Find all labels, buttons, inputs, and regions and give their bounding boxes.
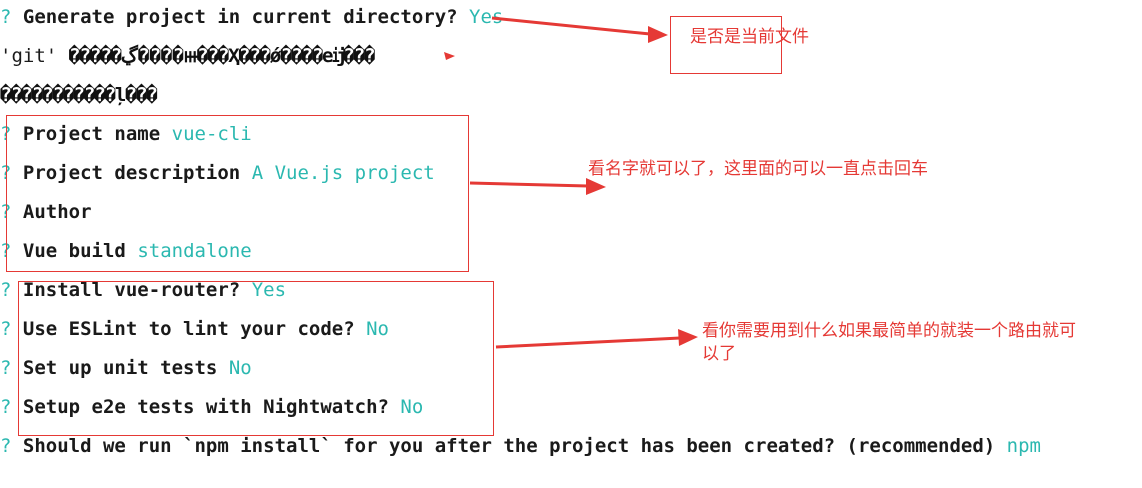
arrow-line-3 xyxy=(495,336,681,349)
arrow-tick xyxy=(444,52,455,60)
prompt-question-icon: ? xyxy=(0,240,12,262)
prompt-label: Install vue-router? xyxy=(22,279,241,301)
prompt-line-project-name: ? Project name vue-cli xyxy=(0,119,252,149)
prompt-label: Generate project in current directory? xyxy=(22,6,458,28)
prompt-answer: vue-cli xyxy=(171,123,252,145)
annotation-note-project: 看名字就可以了，这里面的可以一直点击回车 xyxy=(588,159,928,179)
prompt-label: Project name xyxy=(22,123,161,145)
prompt-question-icon: ? xyxy=(0,123,12,145)
prompt-label: Author xyxy=(22,201,92,223)
prompt-question-icon: ? xyxy=(0,318,12,340)
prompt-line-generate: ? Generate project in current directory?… xyxy=(0,2,503,32)
prompt-label: Use ESLint to lint your code? xyxy=(22,318,355,340)
arrow-head-1 xyxy=(648,26,668,43)
prompt-answer: Yes xyxy=(469,6,504,28)
prompt-label: Set up unit tests xyxy=(22,357,218,379)
annotation-box-options xyxy=(18,281,494,436)
prompt-label: Vue build xyxy=(22,240,126,262)
prompt-line-unit-tests: ? Set up unit tests No xyxy=(0,353,252,383)
arrow-line-1 xyxy=(491,16,651,36)
error-line-git: 'git' �����ڲ����ⲿ���Ҳ���ǿ����еĳ��� xyxy=(0,41,376,71)
prompt-line-project-description: ? Project description A Vue.js project xyxy=(0,158,435,188)
prompt-question-icon: ? xyxy=(0,396,12,418)
annotation-note-options-line1: 看你需要用到什么如果最简单的就装一个路由就可 xyxy=(702,321,1076,341)
arrow-head-3 xyxy=(678,329,698,346)
prompt-line-e2e-tests: ? Setup e2e tests with Nightwatch? No xyxy=(0,392,423,422)
prompt-answer: No xyxy=(228,357,252,379)
prompt-question-icon: ? xyxy=(0,162,12,184)
prompt-answer: A Vue.js project xyxy=(251,162,435,184)
prompt-line-vue-router: ? Install vue-router? Yes xyxy=(0,275,286,305)
prompt-answer: No xyxy=(366,318,389,340)
annotation-box-project-info xyxy=(6,115,469,272)
prompt-question-icon: ? xyxy=(0,201,12,223)
prompt-line-vue-build: ? Vue build standalone xyxy=(0,236,252,266)
annotation-box-directory xyxy=(670,16,782,74)
annotation-note-directory: 是否是当前文件 xyxy=(690,27,809,47)
prompt-question-icon: ? xyxy=(0,279,12,301)
prompt-answer: No xyxy=(400,396,424,418)
prompt-line-author: ? Author xyxy=(0,197,92,227)
garbled-text: �����ڲ����ⲿ���Ҳ���ǿ����еĳ��� xyxy=(68,45,376,67)
arrow-head-2 xyxy=(586,178,606,195)
annotation-note-options-line2: 以了 xyxy=(702,344,736,364)
prompt-label: Setup e2e tests with Nightwatch? xyxy=(22,396,389,418)
prompt-question-icon: ? xyxy=(0,6,12,28)
prompt-question-icon: ? xyxy=(0,357,12,379)
prompt-label: Should we run `npm install` for you afte… xyxy=(22,435,996,457)
error-label: 'git' xyxy=(0,45,58,67)
error-line-garbled: �����������ļ��� xyxy=(0,80,158,110)
prompt-question-icon: ? xyxy=(0,435,12,457)
prompt-line-npm-install: ? Should we run `npm install` for you af… xyxy=(0,431,1041,461)
prompt-line-eslint: ? Use ESLint to lint your code? No xyxy=(0,314,389,344)
prompt-answer: npm xyxy=(1006,435,1041,457)
prompt-answer: standalone xyxy=(137,240,252,262)
prompt-answer: Yes xyxy=(251,279,287,301)
garbled-text: �����������ļ��� xyxy=(0,84,158,106)
arrow-line-2 xyxy=(469,181,589,188)
prompt-label: Project description xyxy=(22,162,241,184)
